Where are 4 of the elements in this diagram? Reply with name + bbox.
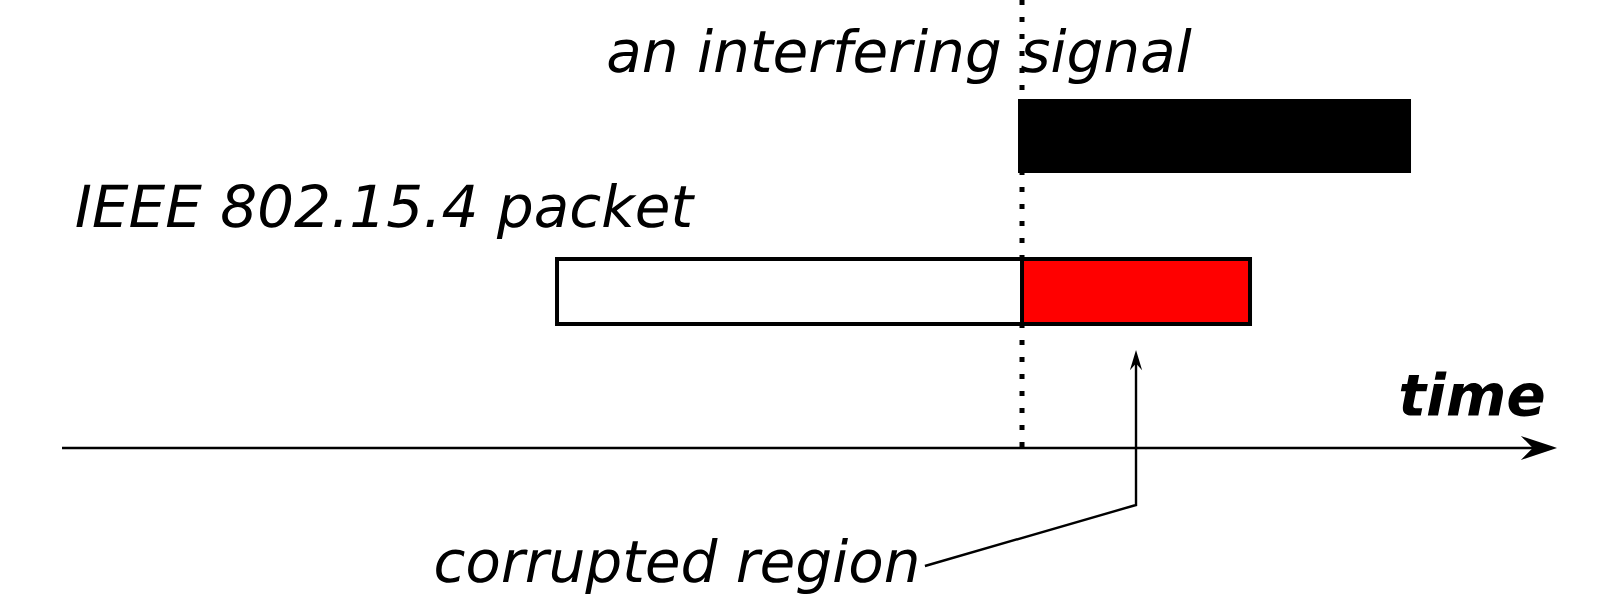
packet-label: IEEE 802.15.4 packet <box>76 182 695 240</box>
callout-text: corrupted region <box>436 537 917 595</box>
axis-label: time <box>1400 371 1544 417</box>
signal-label: an interfering signal <box>608 27 1192 85</box>
